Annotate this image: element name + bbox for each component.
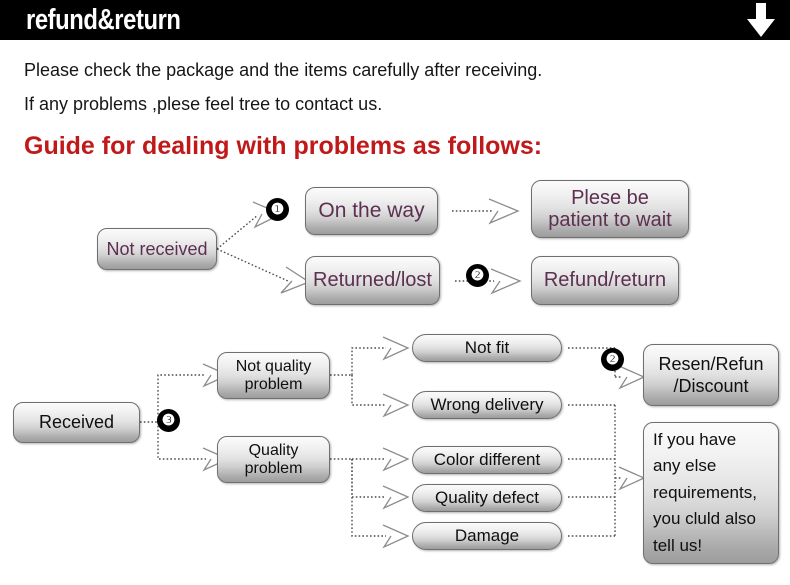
flow-box-refund-return[interactable]: Refund/return xyxy=(531,256,679,305)
flow-box-returned-lost[interactable]: Returned/lost xyxy=(305,256,440,305)
flow-box-on-the-way[interactable]: On the way xyxy=(305,187,438,235)
flow-box-quality-defect[interactable]: Quality defect xyxy=(412,484,562,512)
header-bar: refund&return xyxy=(0,0,790,40)
page-title: refund&return xyxy=(26,4,181,36)
flow-box-color-different[interactable]: Color different xyxy=(412,446,562,474)
guide-heading: Guide for dealing with problems as follo… xyxy=(24,132,543,160)
arrow-down-icon xyxy=(747,3,775,37)
flow-box-please-be-patient[interactable]: Plese be patient to wait xyxy=(531,180,689,238)
marker-two-top: ❷ xyxy=(466,264,489,287)
marker-two-bottom: ❷ xyxy=(601,348,624,371)
flow-box-quality-problem[interactable]: Quality problem xyxy=(217,436,330,483)
flow-box-resend-refund-discount[interactable]: Resen/Refun /Discount xyxy=(643,344,779,406)
flow-box-damage[interactable]: Damage xyxy=(412,522,562,550)
flow-box-extra-requirements[interactable]: If you have any else requirements, you c… xyxy=(643,422,779,564)
flow-box-not-quality-problem[interactable]: Not quality problem xyxy=(217,352,330,399)
flow-box-received[interactable]: Received xyxy=(13,402,140,443)
intro-line-2: If any problems ,plese feel tree to cont… xyxy=(24,94,383,114)
flow-box-wrong-delivery[interactable]: Wrong delivery xyxy=(412,391,562,419)
marker-one: ❶ xyxy=(266,198,289,221)
flow-box-not-fit[interactable]: Not fit xyxy=(412,334,562,362)
marker-three: ❸ xyxy=(157,409,180,432)
intro-line-1: Please check the package and the items c… xyxy=(24,60,543,80)
flow-box-not-received[interactable]: Not received xyxy=(97,228,217,270)
